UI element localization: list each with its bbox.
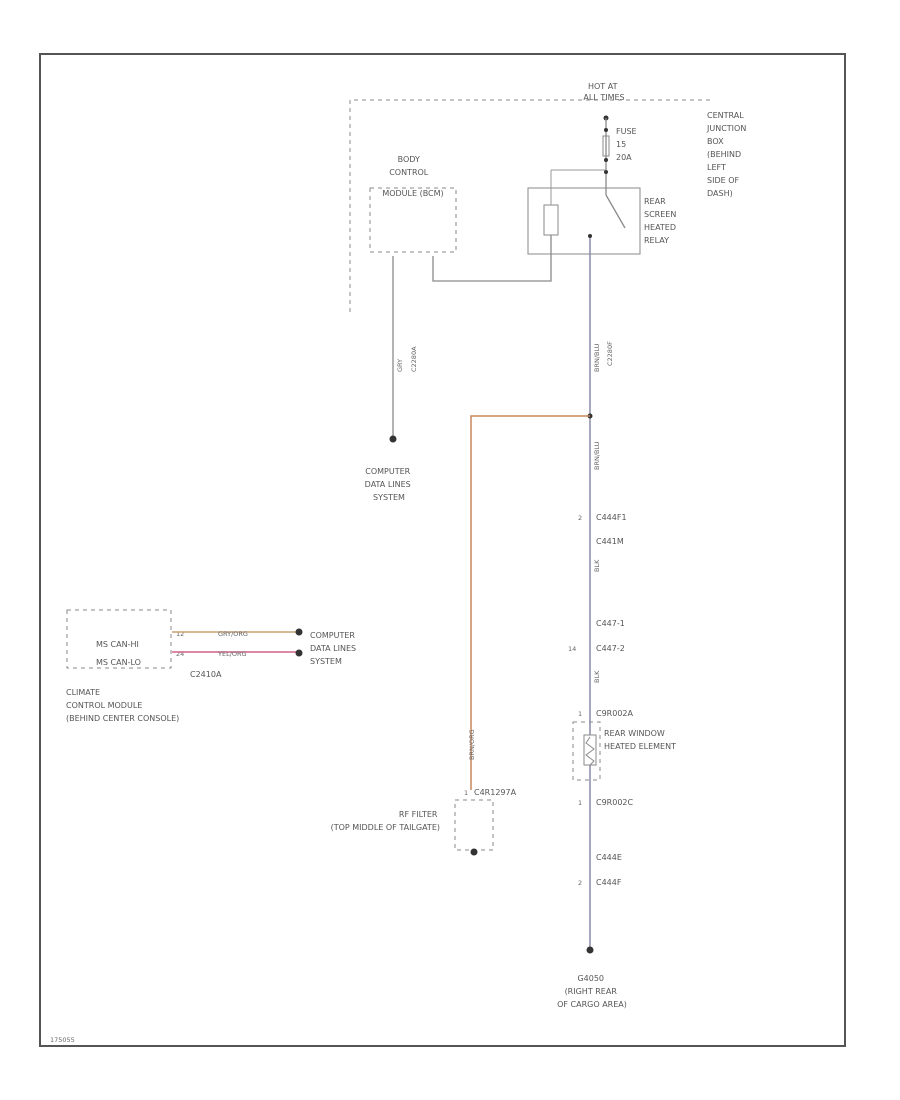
junction-box-outline — [349, 99, 710, 312]
climate-pin1-num: 12 — [176, 630, 184, 638]
c4441-top-pin: 2 — [578, 514, 582, 522]
rf-filter-pin: 1 — [464, 789, 468, 797]
rf-filter-wire — [470, 415, 590, 790]
climate-data-label: COMPUTER DATA LINES SYSTEM — [310, 631, 359, 666]
bcm-data-terminal — [389, 435, 397, 443]
relay-contact — [588, 234, 592, 238]
c902a: C9R002A — [596, 709, 634, 718]
c444e: C444E — [596, 853, 622, 862]
relay-switch-node — [604, 170, 608, 174]
fuse-label: FUSE 15 20A — [616, 127, 639, 162]
relay-label: REAR SCREEN HEATED RELAY — [644, 197, 679, 245]
rf-filter-connector: C4R1297A — [474, 788, 517, 797]
climate-pin1: MS CAN-HI — [96, 640, 139, 649]
hot-label: HOT AT ALL TIMES — [583, 82, 624, 102]
c4441-top: C444F1 — [596, 513, 627, 522]
c902c-pin: 1 — [578, 799, 582, 807]
bcm-wire-color: GRY — [396, 359, 404, 372]
bcm-connector: C2280A — [410, 346, 418, 372]
climate-connector: C2410A — [190, 670, 222, 679]
heated-element-icon — [583, 734, 597, 766]
climate-pin2-num: 24 — [176, 650, 184, 658]
bcm-label: BODY CONTROL MODULE (BCM) — [382, 155, 443, 198]
rf-filter-label: RF FILTER (TOP MIDDLE OF TAILGATE) — [331, 810, 440, 832]
main-wire-color: BRN/BLU — [593, 343, 601, 372]
relay-switch — [605, 194, 626, 229]
bcm-box — [369, 187, 457, 253]
heated-element-label: REAR WINDOW HEATED ELEMENT — [604, 729, 676, 751]
fuse-node-top — [604, 128, 608, 132]
rf-wire-color: BRN/ORG — [468, 729, 476, 760]
climate-module-box — [66, 609, 172, 669]
diagram-code: 175055 — [50, 1036, 75, 1044]
climate-pin2: MS CAN-LO — [96, 658, 141, 667]
heated-element-zigzag — [585, 736, 595, 766]
fuse-icon — [602, 135, 610, 157]
relay-coil-to-bcm-wire — [432, 235, 552, 282]
wire-blk-2: BLK — [593, 670, 601, 683]
climate-label: CLIMATE CONTROL MODULE (BEHIND CENTER CO… — [66, 688, 179, 723]
rf-filter-ground — [470, 848, 478, 856]
relay-coil — [543, 204, 559, 236]
climate-wire1: GRY/ORG — [218, 630, 248, 638]
ground-terminal — [586, 946, 594, 954]
can-hi-terminal — [295, 628, 303, 636]
diagram-frame — [39, 53, 846, 1047]
c444f-pin: 2 — [578, 879, 582, 887]
junction-box-label: CENTRAL JUNCTION BOX (BEHIND LEFT SIDE O… — [706, 111, 749, 198]
computer-data-label-1: COMPUTER DATA LINES SYSTEM — [365, 467, 414, 502]
c4471-bottom: C447-2 — [596, 644, 625, 653]
can-lo-terminal — [295, 649, 303, 657]
c4471-top: C447-1 — [596, 619, 625, 628]
c444f: C444F — [596, 878, 622, 887]
main-connector: C2280F — [606, 341, 614, 366]
fuse-node-bottom — [604, 158, 608, 162]
c902a-pin: 1 — [578, 710, 582, 718]
c4441-bottom: C441M — [596, 537, 624, 546]
heated-element-box — [572, 721, 601, 781]
ground-label: G4050 (RIGHT REAR OF CARGO AREA) — [557, 974, 627, 1009]
relay-box — [527, 187, 641, 255]
c4471-pin: 14 — [568, 645, 576, 653]
c902c: C9R002C — [596, 798, 634, 807]
wire-blk-1: BLK — [593, 559, 601, 572]
rf-filter-box — [454, 799, 494, 851]
main-wire-color-2: BRN/BLU — [593, 441, 601, 470]
climate-wire2: YEL/ORG — [217, 650, 247, 658]
